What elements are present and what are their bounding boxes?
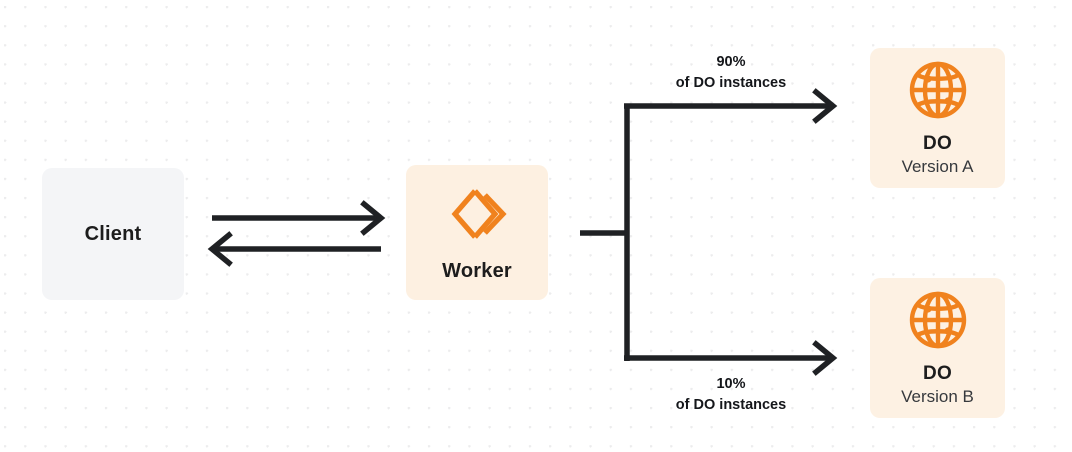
edge-label-do-a-text: of DO instances [675, 75, 787, 92]
node-do-version-b[interactable]: DO Version B [870, 278, 1005, 418]
edge-label-do-b-percent: 10% [716, 376, 746, 392]
cloudflare-workers-icon [445, 182, 509, 246]
node-client[interactable]: Client [42, 168, 184, 300]
globe-icon [907, 59, 969, 121]
node-worker-label: Worker [442, 260, 512, 282]
arrow-client-to-worker [212, 200, 386, 236]
node-worker[interactable]: Worker [406, 165, 548, 300]
node-do-version-a[interactable]: DO Version A [870, 48, 1005, 188]
edge-label-do-b: 10% of DO instances [628, 374, 834, 416]
node-do-b-label: DO [922, 363, 953, 384]
node-do-b-sublabel: Version B [901, 387, 974, 406]
arrow-worker-to-do-a [624, 88, 838, 124]
edge-label-do-a: 90% of DO instances [628, 52, 834, 94]
edge-label-do-b-text: of DO instances [675, 397, 787, 414]
edge-label-do-a-percent: 90% [716, 54, 746, 70]
arrow-worker-to-client [207, 231, 381, 267]
arrow-worker-to-do-b [624, 340, 838, 376]
node-do-a-label: DO [922, 133, 953, 154]
node-do-a-sublabel: Version A [901, 157, 974, 176]
node-client-label: Client [84, 222, 142, 245]
globe-icon [907, 289, 969, 351]
